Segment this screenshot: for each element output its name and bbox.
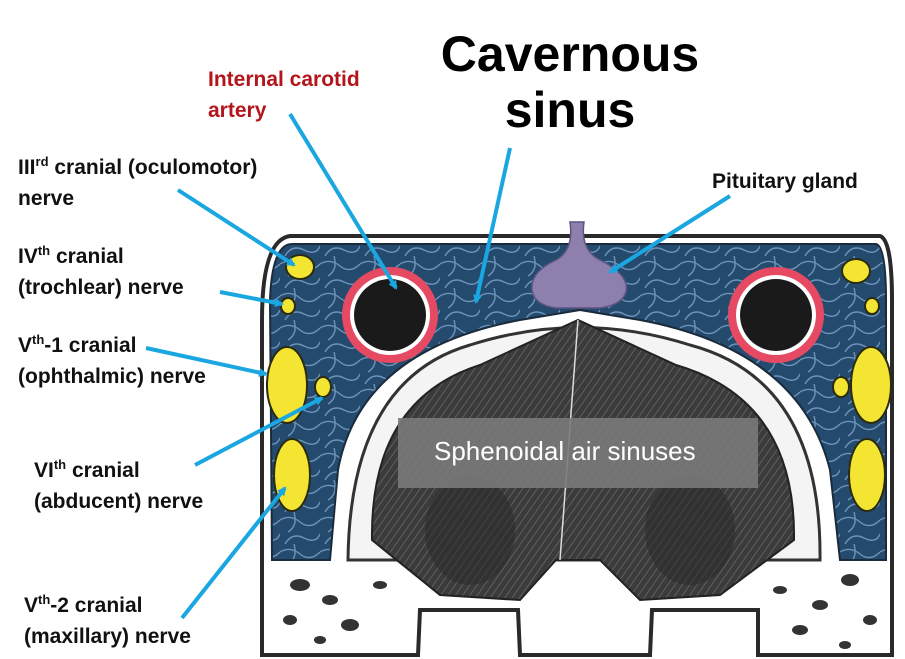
sphenoidal-label-band (398, 418, 758, 488)
cancellous-bone (283, 574, 877, 649)
trochlear-label: IVth cranial (trochlear) nerve (18, 243, 184, 299)
internal-carotid-label: Internal carotid artery (208, 68, 360, 122)
diagram-title: Cavernous sinus (420, 26, 720, 138)
abducent-label: VIth cranial (abducent) nerve (34, 457, 204, 513)
title-line-1: Cavernous (440, 26, 700, 82)
internal-carotid-artery-left (342, 267, 438, 363)
sphenoidal-label: Sphenoidal air sinuses (434, 436, 696, 466)
leader-arrows (145, 112, 732, 620)
oculomotor-label: IIIrd cranial (oculomotor) nerve (18, 154, 258, 210)
pituitary-gland (531, 221, 628, 309)
nerves-right (832, 258, 892, 512)
ophthalmic-label: Vth-1 cranial (ophthalmic) nerve (18, 332, 206, 388)
title-line-2: sinus (504, 82, 636, 138)
pituitary-label: Pituitary gland (712, 170, 858, 193)
internal-carotid-artery-right (728, 267, 824, 363)
maxillary-label: Vth-2 cranial (maxillary) nerve (24, 592, 191, 648)
